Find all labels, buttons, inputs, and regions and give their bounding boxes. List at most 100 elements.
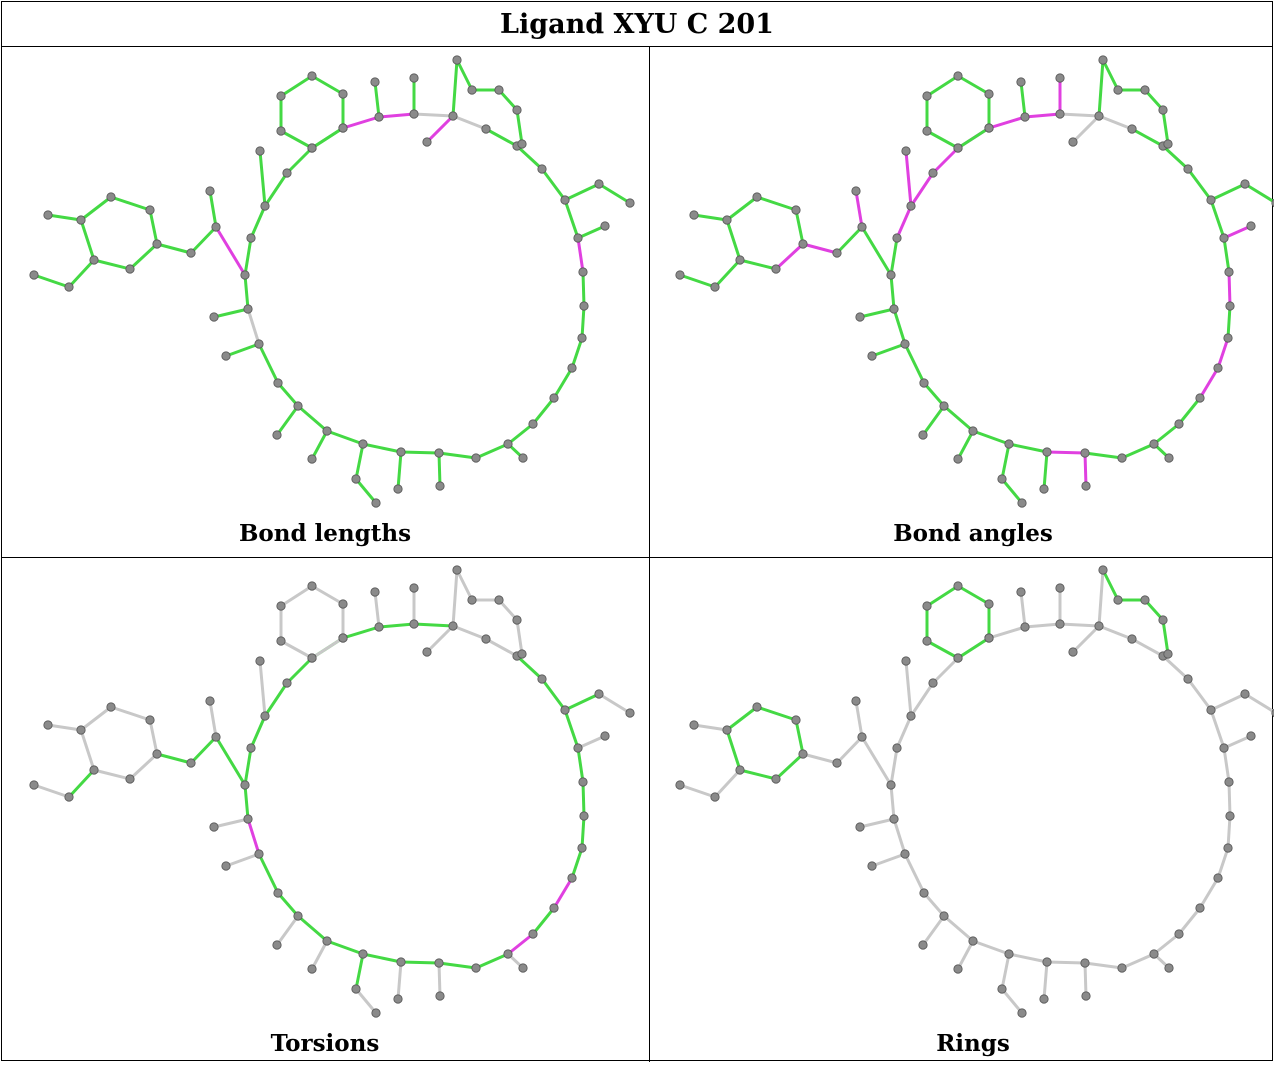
atom-s4: [1158, 615, 1168, 625]
bond-r2-me3: [1071, 624, 1101, 654]
atom-l2: [855, 822, 865, 832]
atom-b1: [922, 91, 932, 101]
bond-r2-me3: [1071, 114, 1101, 144]
bond-r23-r24: [889, 273, 896, 311]
atom-s1: [1098, 55, 1108, 65]
bond-r17-r18: [361, 952, 403, 964]
atom-s3: [1140, 595, 1150, 605]
atom-h1: [255, 656, 265, 666]
bond-r17-bt2: [1042, 960, 1049, 1001]
bond-r1-r2: [412, 112, 455, 118]
atom-r13: [528, 419, 538, 429]
atom-sr3: [1246, 221, 1256, 231]
bond-r29-r30: [341, 625, 381, 640]
bond-a6-a1: [128, 752, 159, 781]
bond-r20-bt6: [921, 404, 946, 437]
bond-r24-c2: [214, 225, 247, 277]
atom-bt4: [1017, 1008, 1027, 1018]
atom-r14: [1149, 439, 1159, 449]
bond-a2-a3: [755, 705, 798, 722]
bond-s4-s5: [515, 108, 524, 146]
atom-me3: [1068, 647, 1078, 657]
bond-r16-r17: [1045, 450, 1087, 455]
bond-r10-r11: [570, 336, 584, 370]
atom-bt6: [918, 430, 928, 440]
atom-sr2: [625, 708, 635, 718]
atom-m2: [1055, 583, 1065, 593]
atom-r24: [886, 780, 896, 790]
atom-bt1: [1081, 991, 1091, 1001]
atom-bt6: [272, 430, 282, 440]
atom-sr1: [594, 179, 604, 189]
bond-r8-r9: [1227, 270, 1232, 308]
atom-s2: [1113, 85, 1123, 95]
bond-r17-bt2: [396, 960, 403, 1001]
bond-r12-r13: [1177, 396, 1202, 426]
bond-r7-sr3: [576, 224, 607, 240]
atom-c2: [857, 222, 867, 232]
atom-r3: [1127, 634, 1137, 644]
bond-r20-r21: [276, 891, 300, 918]
bond-r10-r11: [1216, 846, 1230, 880]
atom-b2: [922, 126, 932, 136]
atom-c3: [832, 758, 842, 768]
bond-b2-b3: [925, 129, 960, 150]
atom-s5: [517, 139, 527, 149]
atom-r7: [1219, 743, 1229, 753]
atom-a2: [145, 715, 155, 725]
atom-r2: [448, 111, 458, 121]
atom-b2: [922, 636, 932, 646]
atom-bt5: [307, 454, 317, 464]
bond-r3-r4: [484, 127, 519, 148]
molecule-torsions: [29, 565, 635, 1018]
bond-r11-r12: [1198, 876, 1220, 910]
atom-r30: [374, 622, 384, 632]
bond-r6-sr1: [1209, 182, 1247, 202]
atom-r11: [1213, 873, 1223, 883]
bond-r6-r7: [1209, 198, 1226, 240]
bond-a4-a7: [46, 213, 83, 222]
table-title: Ligand XYU C 201: [2, 2, 1272, 47]
atom-b3: [953, 653, 963, 663]
atom-sr3: [1246, 731, 1256, 741]
atom-a3: [752, 702, 762, 712]
bond-r18-r19: [325, 429, 365, 446]
atom-r9: [579, 811, 589, 821]
bond-r30-m1: [1019, 80, 1027, 119]
atom-h1: [901, 146, 911, 156]
bond-r16-bt1: [437, 961, 442, 998]
atom-r13: [1174, 419, 1184, 429]
atom-r10: [1223, 333, 1233, 343]
atom-r24: [240, 270, 250, 280]
atom-b2: [276, 126, 286, 136]
caption-bond-angles: Bond angles: [893, 520, 1053, 547]
molecule-rings: [675, 565, 1274, 1018]
bond-r15-r16: [437, 451, 478, 460]
atom-bt2: [1039, 994, 1049, 1004]
atom-r5: [1183, 164, 1193, 174]
atom-r16: [434, 958, 444, 968]
atom-b6: [953, 581, 963, 591]
bond-r27-r28: [285, 656, 314, 685]
bond-r22-r23: [246, 817, 261, 856]
atom-m2: [409, 583, 419, 593]
bond-a6-a1: [128, 242, 159, 271]
bond-r24-r25: [889, 746, 899, 787]
atom-r27: [928, 168, 938, 178]
panel-bond-lengths: Bond lengths: [2, 48, 648, 556]
atom-bt2: [1039, 484, 1049, 494]
panel-rings: Rings: [650, 558, 1275, 1066]
atom-r25: [246, 743, 256, 753]
atom-r6: [1206, 195, 1216, 205]
bond-s1-s2: [1101, 568, 1120, 602]
atom-lr1: [518, 963, 528, 973]
bond-a1-a2: [794, 208, 805, 246]
bond-r22-r23: [246, 307, 261, 346]
atom-r3: [481, 634, 491, 644]
atom-c3: [186, 248, 196, 258]
bond-r2-s1: [1097, 58, 1105, 118]
atom-r22: [254, 849, 264, 859]
atom-sr2: [625, 198, 635, 208]
bond-r18-bt3: [354, 952, 365, 991]
bond-c2-c3: [189, 735, 218, 765]
